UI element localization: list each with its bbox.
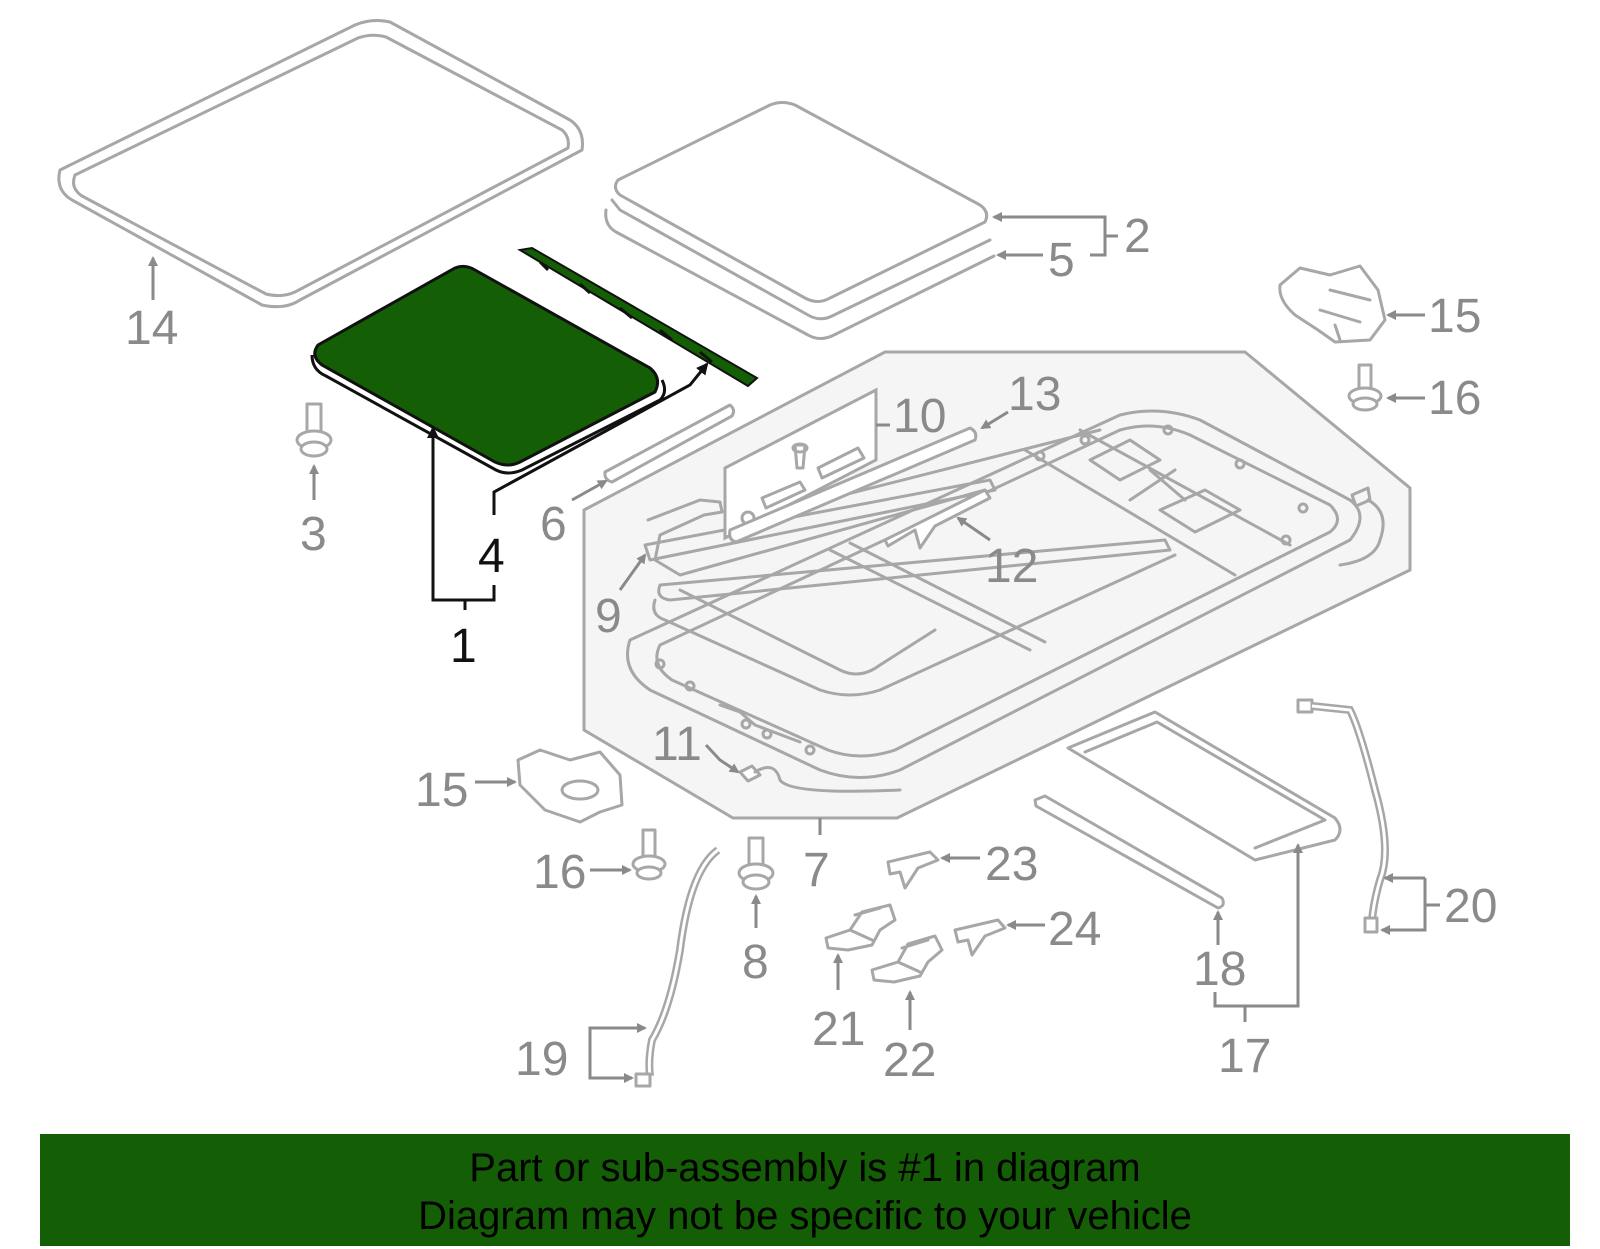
callout-13: 13 xyxy=(1008,368,1061,421)
deflector-seal-part-4 xyxy=(517,246,759,388)
banner-line-2: Diagram may not be specific to your vehi… xyxy=(418,1194,1192,1238)
callout-18: 18 xyxy=(1193,943,1246,996)
wind-deflector-part-1 xyxy=(310,264,667,475)
slide-frame-part-9 xyxy=(643,478,1177,697)
sunshade-part-17 xyxy=(1066,710,1342,862)
drain-hose-part-19 xyxy=(634,846,721,1088)
callout-21: 21 xyxy=(812,1003,865,1056)
callout-24: 24 xyxy=(1048,903,1101,956)
seal-part-13 xyxy=(728,426,978,544)
callout-22: 22 xyxy=(883,1034,936,1087)
hardware-kit-part-10 xyxy=(723,387,878,541)
callout-9: 9 xyxy=(595,590,622,643)
callout-14: 14 xyxy=(125,302,178,355)
callout-16-top: 16 xyxy=(1428,372,1481,425)
guide-part-21 xyxy=(824,903,897,952)
callout-12: 12 xyxy=(985,540,1038,593)
callout-20: 20 xyxy=(1444,880,1497,933)
drain-hose-part-20 xyxy=(1296,698,1389,934)
callout-7: 7 xyxy=(803,844,830,897)
callout-2: 2 xyxy=(1124,210,1151,263)
clip-part-23 xyxy=(886,850,940,890)
headliner-seal-part-14 xyxy=(57,19,584,309)
guide-part-22 xyxy=(870,934,944,984)
callout-4: 4 xyxy=(478,530,505,583)
callout-17: 17 xyxy=(1218,1030,1271,1083)
callout-1: 1 xyxy=(450,620,477,673)
callout-3: 3 xyxy=(300,508,327,561)
motor-part-15-top xyxy=(1278,264,1387,344)
callout-15-bottom: 15 xyxy=(415,764,468,817)
strip-part-18 xyxy=(1033,794,1225,910)
seal-strip-part-6 xyxy=(603,403,736,484)
callout-19: 19 xyxy=(515,1033,568,1086)
connector-part-11 xyxy=(738,764,902,793)
callout-8: 8 xyxy=(742,936,769,989)
clip-part-24 xyxy=(953,918,1007,957)
callout-11: 11 xyxy=(652,718,702,771)
callout-23: 23 xyxy=(985,838,1038,891)
bolt-part-8 xyxy=(737,836,775,891)
callout-16-bottom: 16 xyxy=(533,846,586,899)
bolt-part-16-bottom xyxy=(631,828,667,881)
bolt-part-16-top xyxy=(1347,363,1383,412)
disclaimer-banner: Part or sub-assembly is #1 in diagram Di… xyxy=(40,1134,1570,1246)
bolt-part-3 xyxy=(295,402,333,458)
bracket-part-12 xyxy=(883,488,992,550)
glass-panel-part-2 xyxy=(604,101,996,340)
motor-part-15-bottom xyxy=(516,748,624,824)
callout-15-top: 15 xyxy=(1428,290,1481,343)
callout-10: 10 xyxy=(893,390,946,443)
callout-6: 6 xyxy=(540,498,567,551)
banner-line-1: Part or sub-assembly is #1 in diagram xyxy=(469,1146,1141,1190)
callout-5: 5 xyxy=(1048,234,1075,287)
